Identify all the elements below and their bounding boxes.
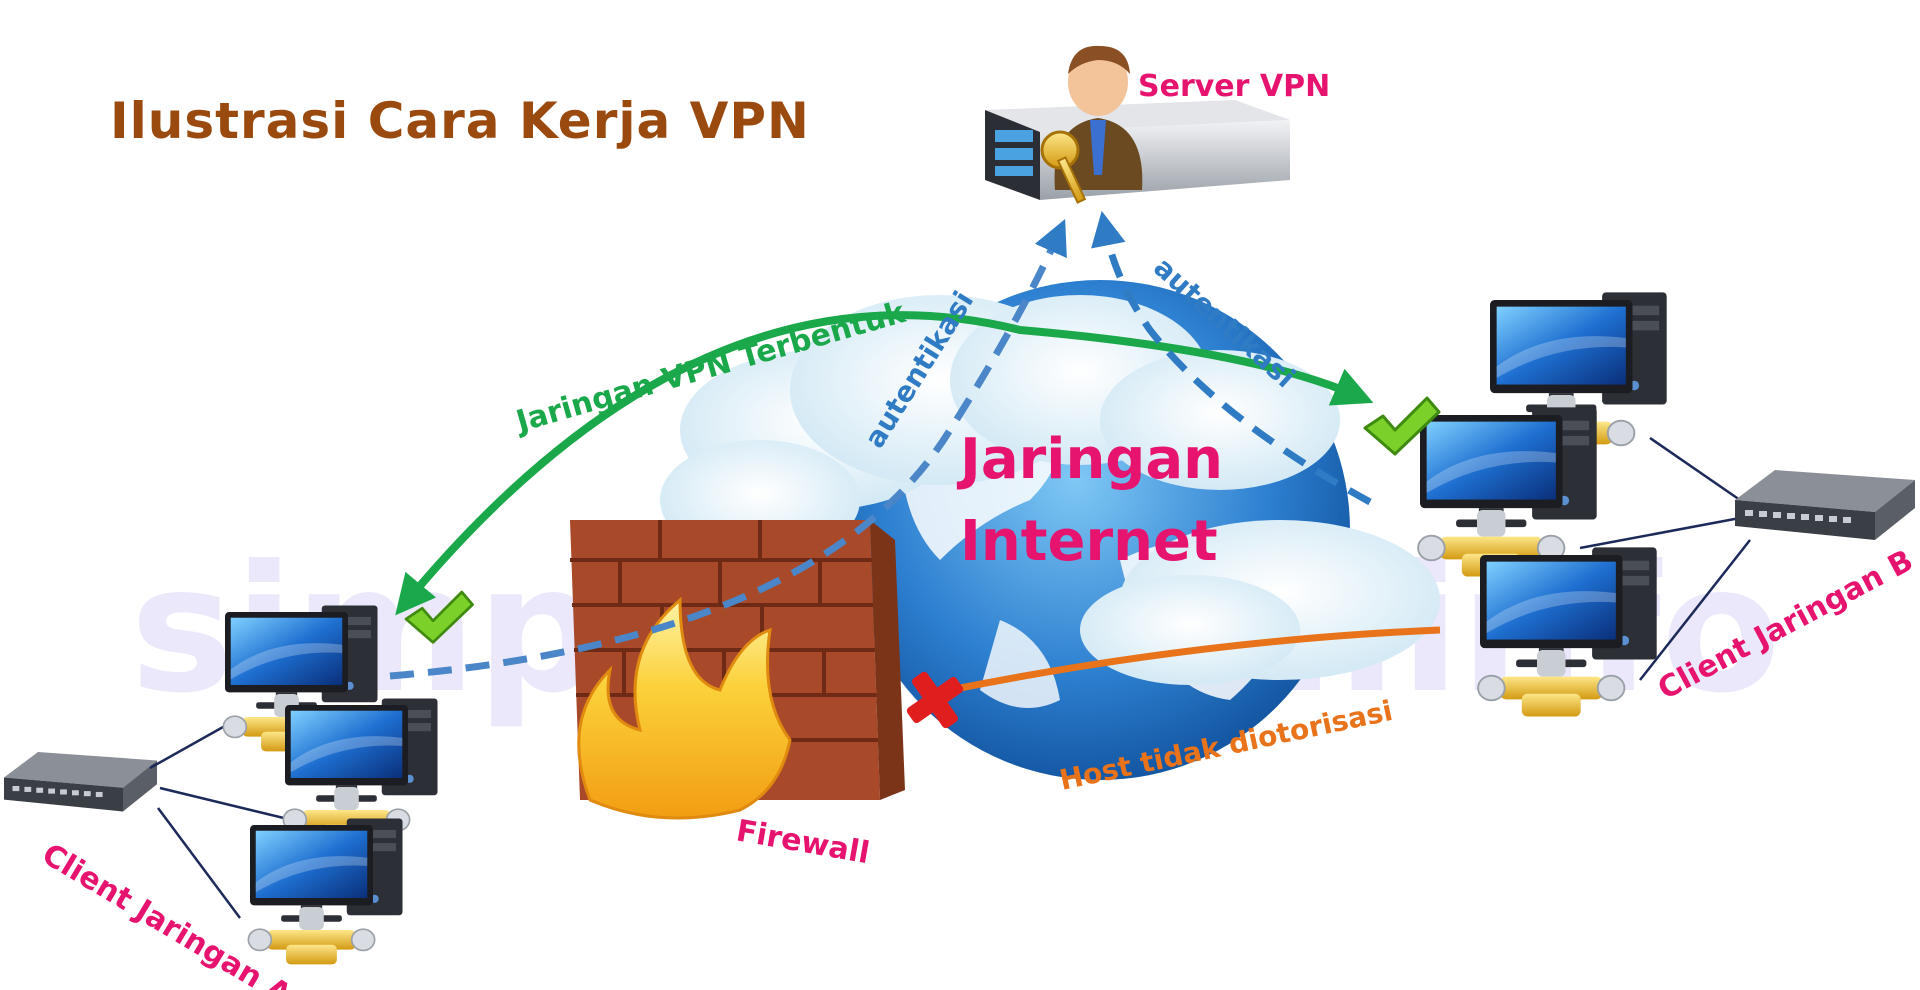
client-network-a <box>4 590 474 966</box>
auth-arrow-left <box>389 219 1067 680</box>
network-switch-icon <box>4 752 157 812</box>
red-x-icon <box>906 671 964 729</box>
internet-label-line1: Jaringan <box>956 427 1223 492</box>
vpn-server-icon <box>985 45 1290 204</box>
client-network-b <box>1363 291 1915 718</box>
firewall-icon <box>570 520 905 820</box>
auth-arrow-right <box>1091 210 1372 506</box>
unauthorized-host-arrow <box>949 626 1441 694</box>
internet-label-line2: Internet <box>960 509 1218 574</box>
firewall-label: Firewall <box>734 813 872 871</box>
server-label: Server VPN <box>1138 69 1330 104</box>
vpn-tunnel-arrow <box>395 311 1374 616</box>
computer-icon <box>247 817 404 966</box>
diagram-title: Ilustrasi Cara Kerja VPN <box>110 92 810 150</box>
